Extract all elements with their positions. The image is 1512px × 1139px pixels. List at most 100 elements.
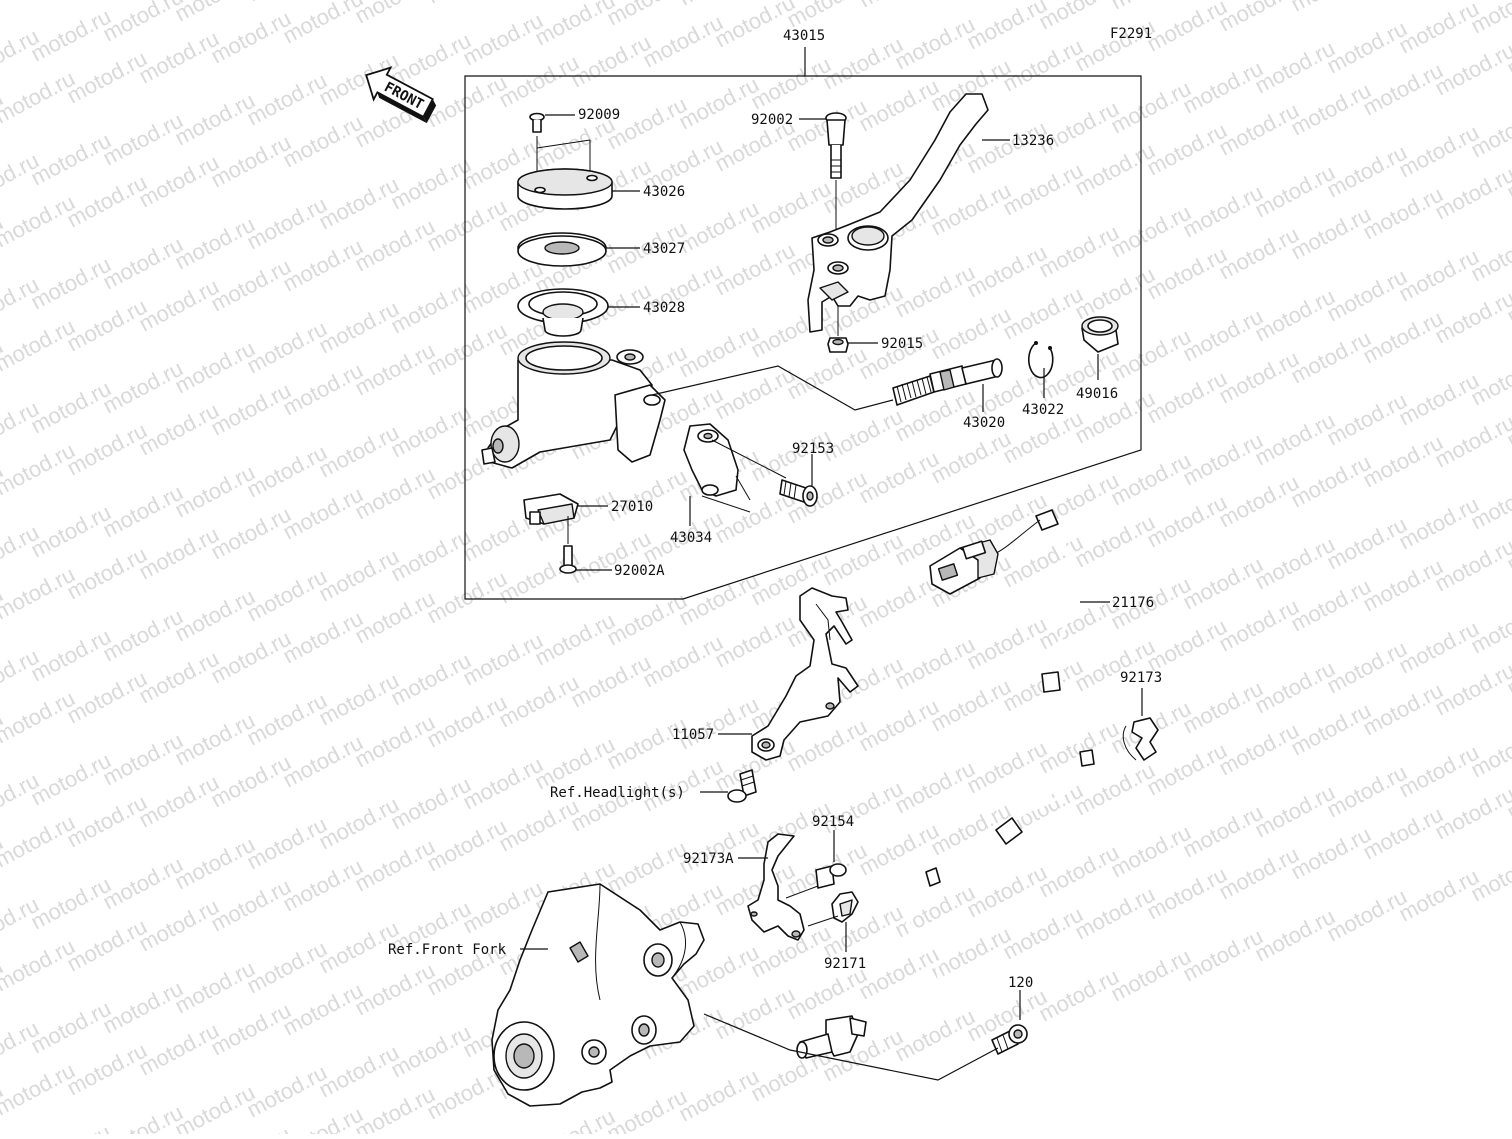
watermark-text: motod.ru <box>891 12 979 75</box>
watermark-text: motod.ru <box>315 296 403 359</box>
watermark-text: motod.ru <box>63 914 151 977</box>
cap-43026 <box>517 168 640 210</box>
watermark-text: motod.ru <box>711 238 799 301</box>
watermark-text: motod.ru <box>27 128 115 191</box>
watermark-text: motod.ru <box>1143 0 1231 56</box>
watermark-text: motod.ru <box>891 1004 979 1067</box>
label-ref-front-fork: Ref.Front Fork <box>388 942 507 958</box>
watermark-text: motod.ru <box>855 74 943 137</box>
watermark-text: motod.ru <box>603 0 691 30</box>
watermark-text: motod.ru <box>1395 864 1483 927</box>
watermark-text: motod.ru <box>1215 470 1303 533</box>
watermark-text: motod.ru <box>63 1038 151 1101</box>
watermark-text: motod.ru <box>1395 0 1483 58</box>
watermark-text: motod.ru <box>1431 534 1512 597</box>
watermark-text: motod.ru <box>855 446 943 509</box>
watermark-text: motod.ru <box>1215 718 1303 781</box>
watermark-text: motod.ru <box>639 630 727 693</box>
label-43022: 43022 <box>1022 402 1064 418</box>
watermark-text: motod.ru <box>207 750 295 813</box>
watermark-text: motod.ru <box>279 358 367 421</box>
watermark-text: motod.ru <box>63 790 151 853</box>
watermark-text: motod.ru <box>423 318 511 381</box>
watermark-text: motod.ru <box>999 158 1087 221</box>
watermark-text: motod.ru <box>315 792 403 855</box>
watermark-text: motod.ru <box>99 108 187 171</box>
watermark-text: motod.ru <box>891 260 979 323</box>
watermark-text: motod.ru <box>1395 492 1483 555</box>
watermark-text: motod.ru <box>171 88 259 151</box>
watermark-text: motod.ru <box>351 958 439 1021</box>
watermark-text: motod.ru <box>279 110 367 173</box>
watermark-text: motod.ru <box>63 170 151 233</box>
watermark-text: motod.ru <box>63 418 151 481</box>
watermark-text: motod.ru <box>819 32 907 95</box>
watermark-text: motod.ru <box>675 72 763 135</box>
label-43027: 43027 <box>643 241 685 257</box>
watermark-text: motod.ru <box>1035 592 1123 655</box>
watermark-text: motod.ru <box>1287 574 1375 637</box>
watermark-text: motod.ru <box>1323 636 1411 699</box>
label-92015: 92015 <box>881 336 923 352</box>
watermark-text: motod.ru <box>1179 304 1267 367</box>
watermark-text: motod.ru <box>1287 0 1375 16</box>
watermark-text: motod.ru <box>1287 450 1375 513</box>
label-21176: 21176 <box>1112 595 1154 611</box>
watermark-text: motod.ru <box>1071 14 1159 77</box>
watermark-text: motod.ru <box>243 688 331 751</box>
clip-92173 <box>1122 688 1159 761</box>
label-43026: 43026 <box>643 184 685 200</box>
watermark-text: motod.ru <box>1287 326 1375 389</box>
watermark-text: motod.ru <box>1359 306 1447 369</box>
watermark-text: motod.ru <box>135 522 223 585</box>
watermark-text: motod.ru <box>1287 698 1375 761</box>
lever-13236 <box>807 93 1010 333</box>
plate-43027 <box>517 232 640 267</box>
watermark-text: motod.ru <box>855 570 943 633</box>
label-92153: 92153 <box>792 441 834 457</box>
watermark-text: motod.ru <box>1179 428 1267 491</box>
watermark-text: motod.ru <box>1395 244 1483 307</box>
label-92173: 92173 <box>1120 670 1162 686</box>
clamp-43034 <box>683 423 751 526</box>
watermark-text: motod.ru <box>747 176 835 239</box>
watermark-text: motod.ru <box>423 194 511 257</box>
watermark-text: motod.ru <box>603 464 691 527</box>
watermark-text: motod.ru <box>387 276 475 339</box>
watermark-text: motod.ru <box>675 816 763 879</box>
watermark-text: motod.ru <box>351 338 439 401</box>
watermark-text: motod.ru <box>171 956 259 1019</box>
watermark-text: motod.ru <box>0 810 79 873</box>
watermark-text: motod.ru <box>1107 324 1195 387</box>
watermark-text: motod.ru <box>459 752 547 815</box>
watermark-text: motod.ru <box>0 190 79 253</box>
figure-code: F2291 <box>1110 26 1152 42</box>
watermark-text: motod.ru <box>135 398 223 461</box>
watermark-text: motod.ru <box>1323 16 1411 79</box>
label-11057: 11057 <box>672 727 714 743</box>
watermark-text: motod.ru <box>855 694 943 757</box>
watermark-text: motod.ru <box>1431 658 1512 721</box>
label-assembly: 43015 <box>783 28 825 44</box>
watermark-text: motod.ru <box>387 524 475 587</box>
watermark-text: motod.ru <box>27 872 115 935</box>
watermark-text: motod.ru <box>1143 118 1231 181</box>
watermark-text: motod.ru <box>27 376 115 439</box>
watermark-text: motod.ru <box>207 874 295 937</box>
watermark-text: motod.ru <box>1107 200 1195 263</box>
watermark-text: motod.ru <box>423 690 511 753</box>
watermark-text: motod.ru <box>1035 840 1123 903</box>
watermark-text: motod.ru <box>1431 162 1512 225</box>
watermark-text: motod.ru <box>1359 802 1447 865</box>
watermark-text: motod.ru <box>1251 284 1339 347</box>
watermark-text: motod.ru <box>207 1122 295 1134</box>
watermark-text: motod.ru <box>1035 220 1123 283</box>
watermark-text: motod.ru <box>99 604 187 667</box>
watermark-text: motod.ru <box>1143 862 1231 925</box>
watermark-text: motod.ru <box>243 440 331 503</box>
watermark-text: motod.ru <box>171 0 259 26</box>
watermark-text: motod.ru <box>1431 286 1512 349</box>
watermark-text: motod.ru <box>675 1064 763 1127</box>
watermark-text: motod.ru <box>675 196 763 259</box>
